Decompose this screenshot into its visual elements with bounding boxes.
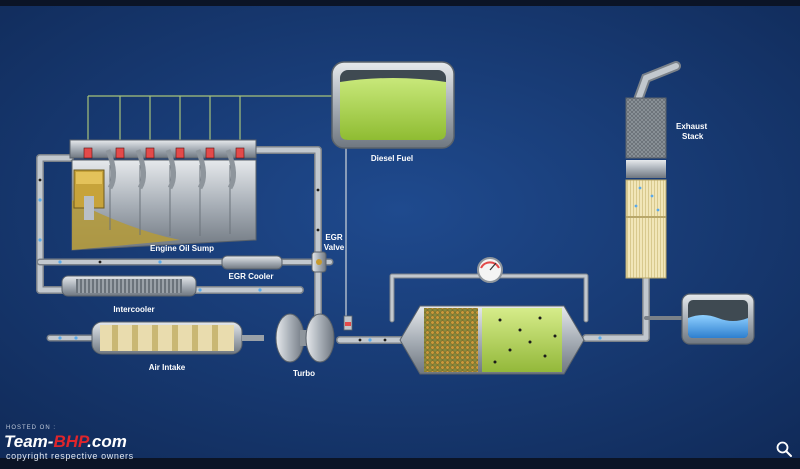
fuel-injectors — [83, 147, 245, 159]
intercooler-label: Intercooler — [113, 305, 154, 314]
air-intake-label: Air Intake — [149, 363, 186, 372]
egr-valve-label-line1: EGR — [325, 233, 343, 242]
egr-cooler — [221, 255, 283, 270]
diesel-fuel-tank — [331, 61, 455, 149]
egr-valve — [311, 251, 327, 273]
watermark-copyright: copyright respective owners — [6, 451, 134, 461]
diesel-fuel-label: Diesel Fuel — [371, 154, 413, 163]
soot-particles — [38, 178, 387, 342]
oil-sump-fluid — [72, 200, 180, 250]
watermark-brand-prefix: Team- — [4, 432, 54, 451]
exhaust-stack — [625, 61, 681, 279]
exhaust-stack-label-line1: Exhaust — [676, 122, 707, 131]
watermark-brand: Team-BHP.com — [4, 432, 127, 452]
egr-valve-label-line2: Valve — [324, 243, 345, 252]
diesel-particulate-filter — [399, 305, 585, 375]
intercooler — [61, 275, 197, 297]
engine-block — [69, 139, 257, 251]
magnifier-icon[interactable] — [775, 440, 793, 458]
exhaust-manifold — [105, 149, 236, 190]
fuel-doser — [343, 315, 353, 331]
water-tank — [681, 293, 755, 345]
exhaust-stack-label-line2: Stack — [682, 132, 704, 141]
hosted-on-text: HOSTED ON : — [6, 425, 57, 431]
turbocharger — [242, 313, 335, 363]
pressure-gauge — [477, 257, 503, 283]
turbo-label: Turbo — [293, 369, 315, 378]
egr-cooler-label: EGR Cooler — [229, 272, 274, 281]
air-intake-filter — [91, 321, 243, 355]
engine-oil-sump-label: Engine Oil Sump — [150, 244, 214, 253]
watermark-brand-suffix: .com — [87, 432, 127, 451]
watermark-brand-highlight: BHP — [53, 432, 88, 451]
